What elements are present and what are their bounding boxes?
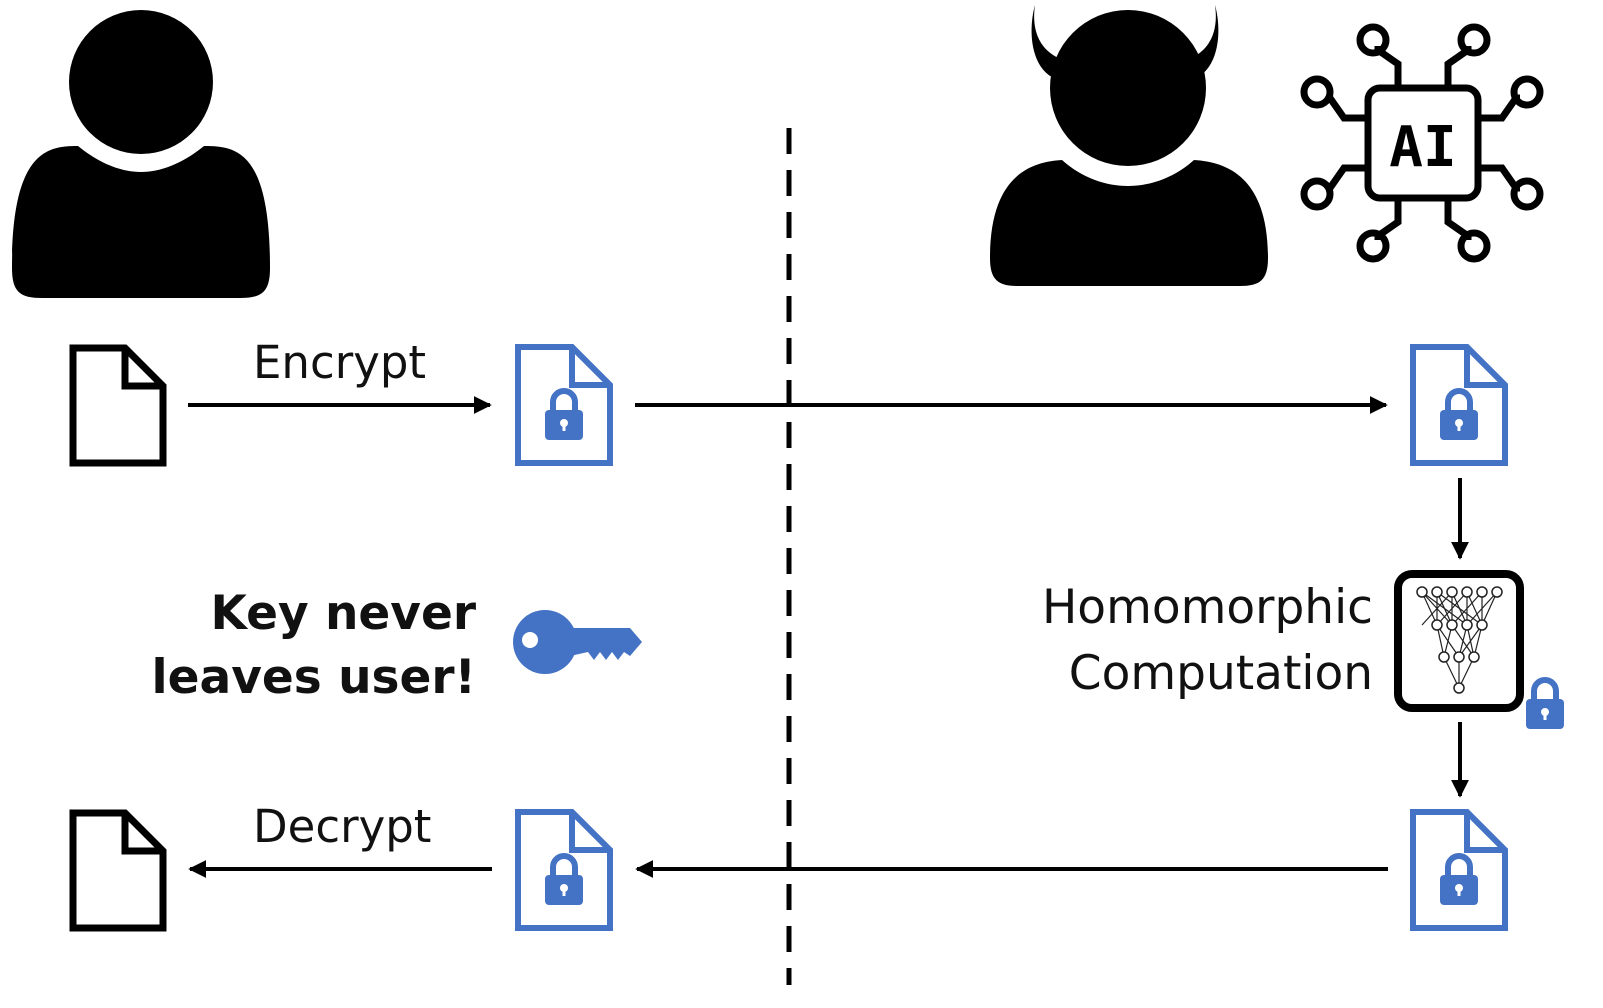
user-silhouette-icon	[12, 10, 270, 298]
key-note: Key never leaves user!	[152, 582, 476, 710]
key-note-line2: leaves user!	[151, 650, 476, 705]
lock-icon	[1526, 680, 1564, 729]
encrypted-document-icon	[518, 347, 610, 463]
encrypt-label: Encrypt	[253, 336, 427, 389]
ai-chip-icon	[1300, 23, 1544, 263]
key-note-line1: Key never	[210, 586, 477, 641]
encrypted-document-icon	[1413, 347, 1505, 463]
encrypted-document-icon	[518, 812, 610, 928]
decrypt-label: Decrypt	[253, 800, 432, 853]
computation-line2: Computation	[1068, 646, 1373, 701]
encrypted-document-icon	[1413, 812, 1505, 928]
document-icon	[73, 348, 163, 463]
computation-line1: Homomorphic	[1041, 580, 1373, 635]
document-icon	[73, 813, 163, 928]
ai-chip-text: AI	[1389, 115, 1456, 180]
devil-silhouette-icon	[990, 5, 1268, 286]
key-icon	[513, 610, 642, 674]
neural-network-icon	[1394, 570, 1524, 712]
computation-label: Homomorphic Computation	[1042, 575, 1373, 707]
